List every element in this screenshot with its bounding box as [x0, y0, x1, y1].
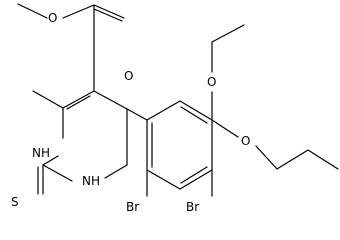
molecule-diagram: O O O O NH NH S Br Br	[11, 3, 339, 214]
atom-br-right: Br	[186, 200, 199, 214]
atom-o-ether-ester: O	[48, 11, 57, 25]
bond-ester-c-carbonyl	[93, 4, 125, 19]
bond-ar-o-propoxy	[211, 119, 239, 138]
bond-methyl-ester	[17, 3, 48, 19]
bond-propoxy-c2-c3	[307, 149, 339, 170]
atom-o-ethoxy: O	[207, 75, 216, 89]
bond-ar3-ar4-inner	[180, 166, 208, 184]
bond-ar2-ar3	[146, 169, 181, 190]
bonds	[17, 3, 339, 197]
bond-ethoxy-c-c	[211, 24, 245, 43]
atom-labels: O O O O NH NH S Br Br	[11, 11, 250, 214]
atom-br-left: Br	[126, 200, 139, 214]
bond-ar3-ar4	[179, 169, 213, 190]
atom-o-carbonyl: O	[124, 69, 133, 83]
bond-c2-n3	[42, 164, 73, 182]
bond-ar6-ar1	[146, 100, 181, 121]
bond-c5-c6-double	[66, 95, 91, 110]
bond-n1-c2	[42, 155, 59, 166]
bond-propoxy-c1-c2	[276, 149, 309, 170]
atom-o-propoxy: O	[241, 134, 250, 148]
bond-ester-o-c	[62, 4, 95, 19]
bond-ar5-ar6-inner	[180, 106, 208, 124]
atom-nh-lower: NH	[82, 174, 100, 188]
atom-nh-upper: NH	[32, 146, 50, 160]
atom-s-thione: S	[11, 195, 19, 209]
bond-n3-c4	[104, 164, 128, 179]
bond-ar5-ar6	[179, 100, 213, 121]
bond-c5-c6	[62, 90, 95, 109]
bond-c6-methyl	[32, 90, 64, 109]
bond-ester-c-carbonyl-double	[93, 8, 123, 22]
bond-c4b-c5	[93, 90, 128, 110]
bond-c4-aryl	[126, 108, 148, 121]
bond-propoxy-o-c1	[255, 145, 278, 170]
